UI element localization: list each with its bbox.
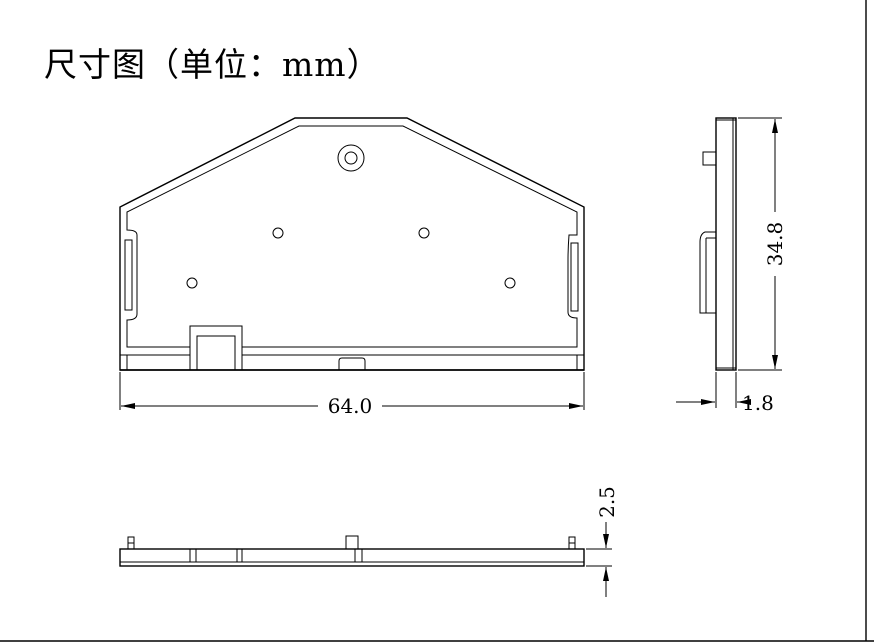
left-slot	[124, 239, 133, 311]
width-dimension: 64.0	[119, 372, 585, 418]
height-dimension: 34.8	[738, 117, 787, 371]
right-slot	[570, 242, 579, 312]
hole	[272, 227, 284, 239]
hole	[186, 277, 198, 289]
side-protrusion	[702, 151, 717, 166]
bottom-tab	[338, 357, 366, 370]
pin-height-dimension-label: 2.5	[595, 486, 619, 518]
center-notch	[196, 335, 236, 371]
thickness-dimension: 1.8	[676, 372, 774, 415]
pin-height-dimension: 2.5	[586, 486, 619, 597]
mounting-hole-inner	[344, 151, 358, 165]
bottom-view	[119, 535, 585, 567]
drawing-title: 尺寸图（单位：mm）	[44, 45, 381, 84]
height-dimension-label: 34.8	[763, 222, 787, 267]
thickness-dimension-label: 1.8	[742, 391, 774, 415]
front-view	[119, 117, 585, 371]
side-clip	[699, 205, 717, 318]
hole	[418, 227, 430, 239]
side-view	[699, 117, 737, 371]
mounting-hole-outer	[337, 144, 365, 172]
hole	[504, 277, 516, 289]
width-dimension-label: 64.0	[328, 394, 373, 418]
side-body	[715, 117, 737, 371]
front-inner-outline	[126, 125, 578, 348]
pin-center	[345, 535, 359, 550]
